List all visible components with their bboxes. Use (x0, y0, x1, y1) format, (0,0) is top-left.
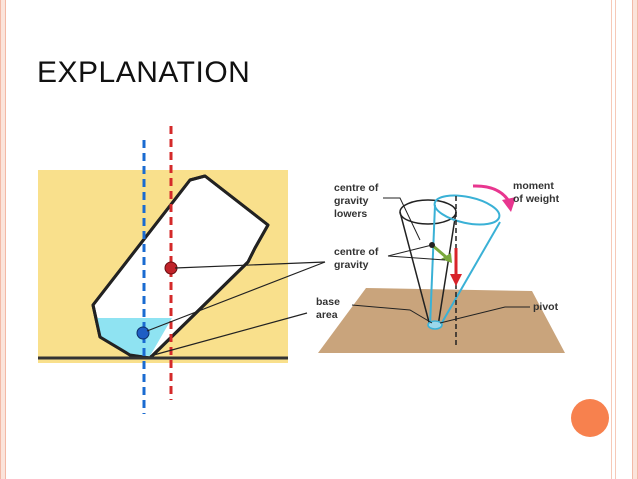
label-cog-1: centre of (334, 246, 379, 258)
right-border-line-inner (611, 0, 612, 479)
water (96, 318, 172, 356)
upright-cone-top (399, 199, 457, 225)
label-cog-lowers-1: centre of (334, 182, 379, 194)
right-border-line (615, 0, 616, 479)
label-cog-lowers-2: gravity (334, 195, 369, 207)
right-diagram: centre of gravity lowers moment of weigh… (316, 180, 565, 353)
label-base-1: base (316, 296, 340, 308)
label-moment-2: of weight (513, 193, 560, 205)
left-border-rail (0, 0, 6, 479)
label-cog-2: gravity (334, 259, 369, 271)
label-moment-1: moment (513, 180, 554, 192)
blue-centre-of-gravity-dot (136, 326, 150, 340)
label-base-2: area (316, 309, 338, 321)
connector-lines (146, 261, 326, 357)
accent-orange-dot (571, 399, 609, 437)
left-diagram (38, 126, 288, 414)
table-surface (318, 288, 565, 353)
weight-arrow (450, 274, 462, 286)
cog-lowers-arrow (441, 253, 452, 263)
slide-title: EXPLANATION (37, 56, 251, 89)
tilted-cone-top (433, 194, 501, 226)
label-pivot: pivot (533, 301, 559, 313)
label-cog-lowers-3: lowers (334, 208, 367, 220)
moment-arrow-head (502, 197, 516, 212)
